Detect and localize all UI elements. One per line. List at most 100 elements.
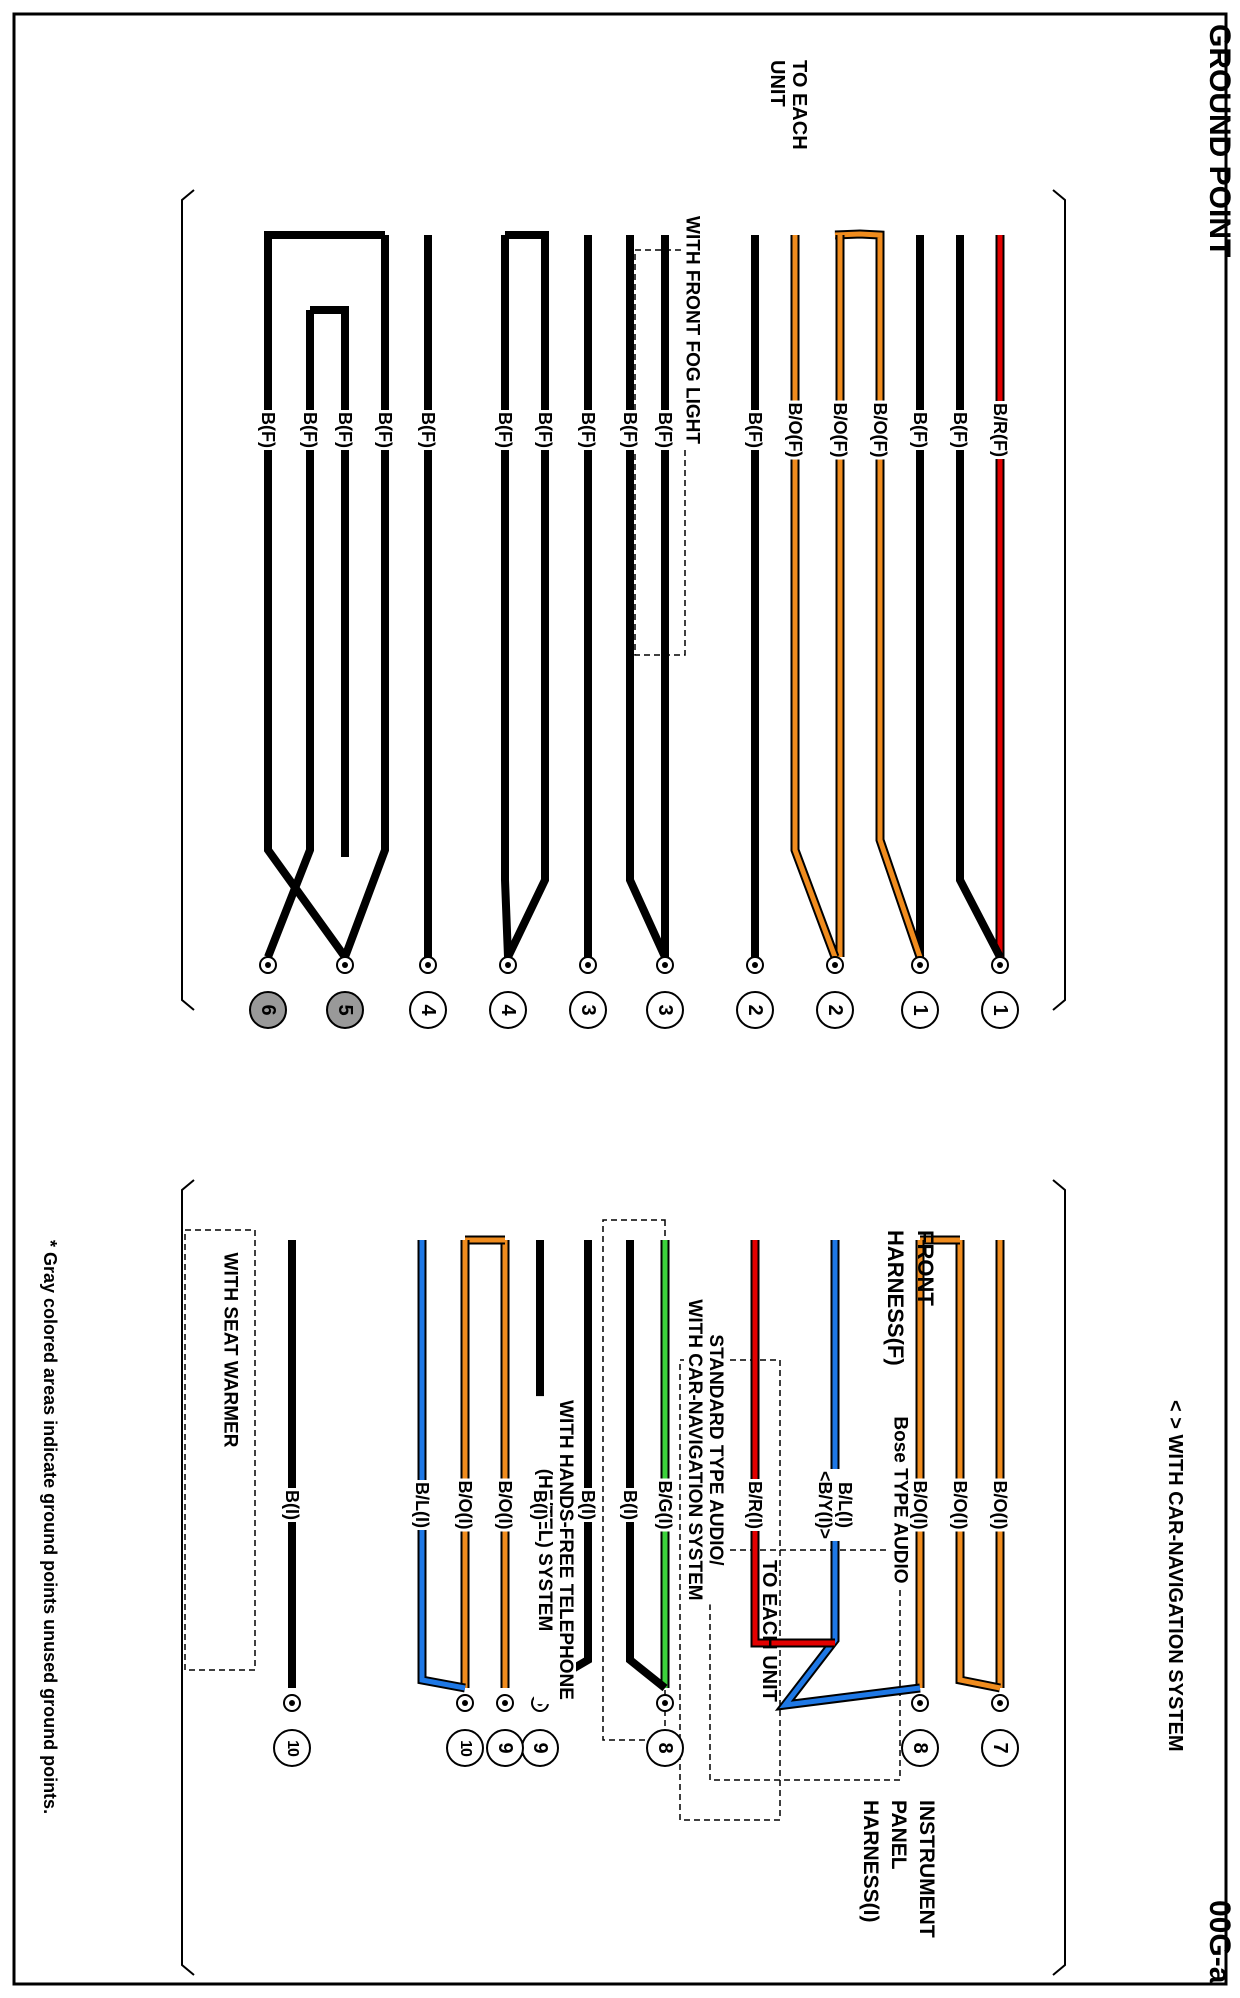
wire-front-4 bbox=[834, 231, 923, 958]
wire-label-front: B(F) bbox=[620, 410, 640, 450]
wire-label-front: B(F) bbox=[375, 410, 395, 450]
option-front-fog-light: WITH FRONT FOG LIGHT bbox=[681, 212, 703, 448]
ground-terminal-dot bbox=[342, 962, 348, 968]
wire-label-ip: B/O(I) bbox=[495, 1478, 515, 1532]
wire-label-ip: B/G(I) bbox=[655, 1478, 675, 1532]
ground-terminal-dot bbox=[832, 962, 838, 968]
ground-point-3: 3 bbox=[646, 991, 684, 1029]
wire-label-front: B(F) bbox=[745, 410, 765, 450]
brace-ip-top bbox=[1052, 1179, 1066, 1976]
wire-label-ip: B/L(I) <B/Y(I)> bbox=[815, 1468, 855, 1542]
ground-point-1: 1 bbox=[901, 991, 939, 1029]
ground-terminal-dot bbox=[505, 962, 511, 968]
wire-label-front: B(F) bbox=[335, 410, 355, 450]
wire-ip-7 bbox=[626, 1240, 668, 1692]
wire-ip-2 bbox=[957, 1240, 1001, 1691]
wire-ip-5 bbox=[752, 1240, 835, 1646]
wire-front-11b bbox=[501, 235, 512, 958]
ground-point-3: 3 bbox=[569, 991, 607, 1029]
wire-front-13 bbox=[264, 231, 385, 960]
ground-point-8: 8 bbox=[646, 1729, 684, 1767]
ground-terminal-dot bbox=[997, 1700, 1003, 1706]
ground-terminal-dot bbox=[502, 1700, 508, 1706]
option-hands-free-telephone: WITH HANDS-FREE TELEPHONE (HF/TEL) SYSTE… bbox=[534, 1396, 576, 1704]
wire-front-6-outline bbox=[790, 235, 840, 959]
standard-audio-box bbox=[679, 1359, 781, 1821]
wire-label-front: B(F) bbox=[535, 410, 555, 450]
wire-ip-2-outline bbox=[955, 1240, 1001, 1693]
wire-label-front: B(F) bbox=[910, 410, 930, 450]
ground-terminal-dot bbox=[462, 1700, 468, 1706]
wire-front-15 bbox=[310, 306, 349, 857]
ground-terminal-dot bbox=[289, 1700, 295, 1706]
wire-label-front: B(F) bbox=[578, 410, 598, 450]
wire-ip-4 bbox=[779, 1240, 921, 1709]
wire-front-9 bbox=[626, 235, 669, 959]
bose-audio-box bbox=[709, 1549, 901, 1781]
wire-label-front: B(F) bbox=[258, 410, 278, 450]
ground-terminal-dot bbox=[662, 962, 668, 968]
wire-label-ip: B(I) bbox=[620, 1488, 640, 1522]
page-title: GROUND POINT bbox=[1203, 24, 1236, 258]
outer-border bbox=[12, 12, 1228, 1986]
ground-point-6: 6 bbox=[249, 991, 287, 1029]
seat-warmer-box bbox=[184, 1229, 256, 1671]
wire-label-front: B(F) bbox=[300, 410, 320, 450]
option-bose-audio: Bose TYPE AUDIO bbox=[889, 1412, 911, 1588]
wire-front-6 bbox=[792, 235, 838, 958]
ground-terminal-dot bbox=[997, 962, 1003, 968]
wire-label-front: B/R(F) bbox=[990, 401, 1010, 459]
wire-label-ip: B/O(I) bbox=[910, 1478, 930, 1532]
ground-point-9: 9 bbox=[486, 1729, 524, 1767]
wire-label-front: B/O(F) bbox=[830, 400, 850, 460]
wire-label-front: B/O(F) bbox=[785, 400, 805, 460]
ground-point-10: 10 bbox=[273, 1729, 311, 1767]
wire-label-ip: B/R(I) bbox=[745, 1479, 765, 1531]
ground-point-4: 4 bbox=[409, 991, 447, 1029]
legend-car-navigation: < > WITH CAR-NAVIGATION SYSTEM bbox=[1164, 1400, 1186, 1752]
wire-ip-12 bbox=[419, 1240, 466, 1691]
to-each-unit-front-label: TO EACH UNIT bbox=[766, 60, 810, 150]
ground-terminal-dot bbox=[425, 962, 431, 968]
ground-point-5: 5 bbox=[326, 991, 364, 1029]
wire-label-ip: B(I) bbox=[530, 1488, 550, 1522]
wire-label-front: B(F) bbox=[418, 410, 438, 450]
to-each-unit-ip-label: TO EACH UNIT bbox=[758, 1560, 780, 1702]
brace-front-top bbox=[1052, 189, 1066, 1011]
front-harness-label: FRONT HARNESS(F) bbox=[883, 1230, 938, 1366]
wire-label-ip: B(I) bbox=[578, 1488, 598, 1522]
option-seat-warmer: WITH SEAT WARMER bbox=[219, 1248, 241, 1452]
wire-front-16 bbox=[264, 310, 314, 959]
wire-label-front: B(F) bbox=[655, 410, 675, 450]
wire-label-ip: B/L(I) bbox=[412, 1480, 432, 1530]
ground-point-4: 4 bbox=[489, 991, 527, 1029]
ground-point-2: 2 bbox=[816, 991, 854, 1029]
wire-label-front: B/O(F) bbox=[870, 400, 890, 460]
ground-terminal-dot bbox=[917, 962, 923, 968]
wire-label-ip: B/O(I) bbox=[990, 1478, 1010, 1532]
wire-label-ip: B/O(I) bbox=[455, 1478, 475, 1532]
ground-terminal-dot bbox=[265, 962, 271, 968]
ground-terminal-dot bbox=[752, 962, 758, 968]
footnote: * Gray colored areas indicate ground poi… bbox=[40, 1240, 60, 1815]
ground-terminal-dot bbox=[585, 962, 591, 968]
wire-front-2 bbox=[956, 235, 1004, 959]
option-standard-audio: STANDARD TYPE AUDIO/ WITH CAR-NAVIGATION… bbox=[684, 1295, 726, 1605]
wire-ip-12-outline bbox=[417, 1240, 466, 1693]
wire-label-front: B(F) bbox=[950, 410, 970, 450]
ground-point-9: 9 bbox=[521, 1729, 559, 1767]
ground-point-1: 1 bbox=[981, 991, 1019, 1029]
fog-light-option-box bbox=[634, 249, 686, 656]
wire-front-14 bbox=[341, 235, 389, 959]
brace-front-bottom bbox=[181, 189, 195, 1011]
ground-terminal-dot bbox=[662, 1700, 668, 1706]
ground-terminal-dot bbox=[917, 1700, 923, 1706]
wire-label-front: B(F) bbox=[495, 410, 515, 450]
ground-point-8: 8 bbox=[901, 1729, 939, 1767]
instrument-panel-harness-label: INSTRUMENT PANEL HARNESS(I) bbox=[859, 1800, 938, 1938]
wire-label-ip: B/O(I) bbox=[950, 1478, 970, 1532]
brace-ip-bottom bbox=[181, 1179, 195, 1976]
